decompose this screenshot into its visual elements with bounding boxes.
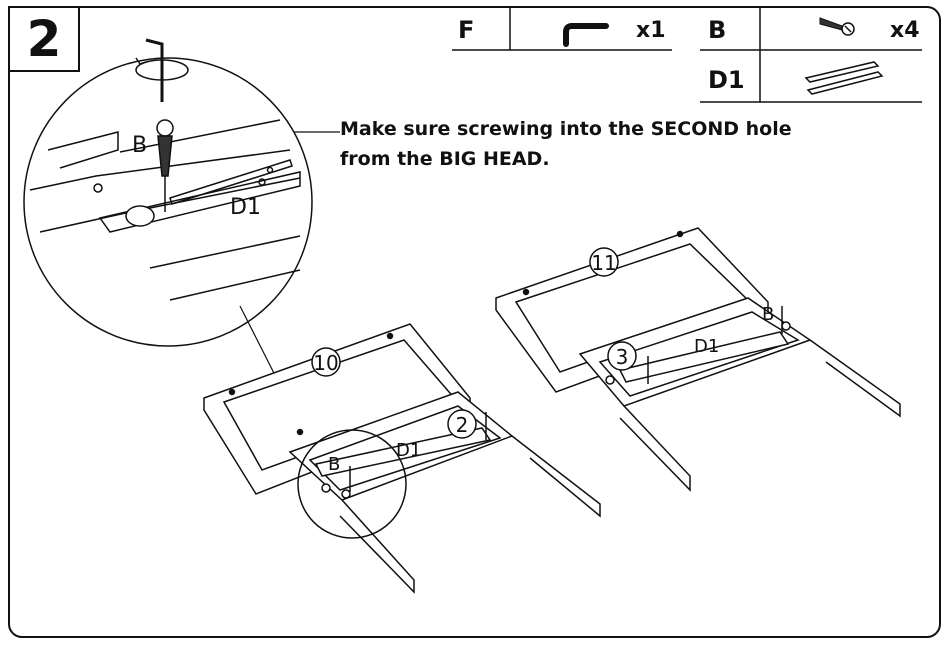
metal-bar-icon <box>804 61 884 95</box>
label-bar-detail: D1 <box>230 195 261 220</box>
part-qty-f: x1 <box>636 18 666 43</box>
instruction-note-line-2: from the BIG HEAD. <box>340 148 550 170</box>
label-screw-detail: B <box>132 133 147 158</box>
instruction-note-line-1: Make sure screwing into the SECOND hole <box>340 118 792 140</box>
magnified-detail <box>23 38 313 347</box>
part-qty-b: x4 <box>890 18 920 43</box>
detail-highlight-circle <box>297 429 407 539</box>
part-2-label: 2 <box>456 413 469 437</box>
screw-icon <box>819 17 855 36</box>
chair-frame-right <box>495 227 901 492</box>
label-screw-left: B <box>328 454 340 475</box>
part-2-circle <box>447 409 477 439</box>
label-screw-right: B <box>762 304 774 325</box>
part-letter-f: F <box>458 16 475 44</box>
label-bar-right: D1 <box>694 336 719 357</box>
part-11-label: 11 <box>591 251 616 275</box>
part-10-circle <box>311 347 341 377</box>
part-11-circle <box>589 247 619 277</box>
step-number-box: 2 <box>8 6 80 72</box>
part-10-label: 10 <box>313 351 338 375</box>
parts-table-lines <box>452 6 922 103</box>
part-letter-d1: D1 <box>708 66 745 94</box>
part-3-label: 3 <box>616 345 629 369</box>
step-number: 2 <box>26 10 62 68</box>
instruction-frame <box>8 6 941 638</box>
allen-key-icon <box>563 23 609 47</box>
label-bar-left: D1 <box>396 440 421 461</box>
part-letter-b: B <box>708 16 727 44</box>
part-3-circle <box>607 341 637 371</box>
